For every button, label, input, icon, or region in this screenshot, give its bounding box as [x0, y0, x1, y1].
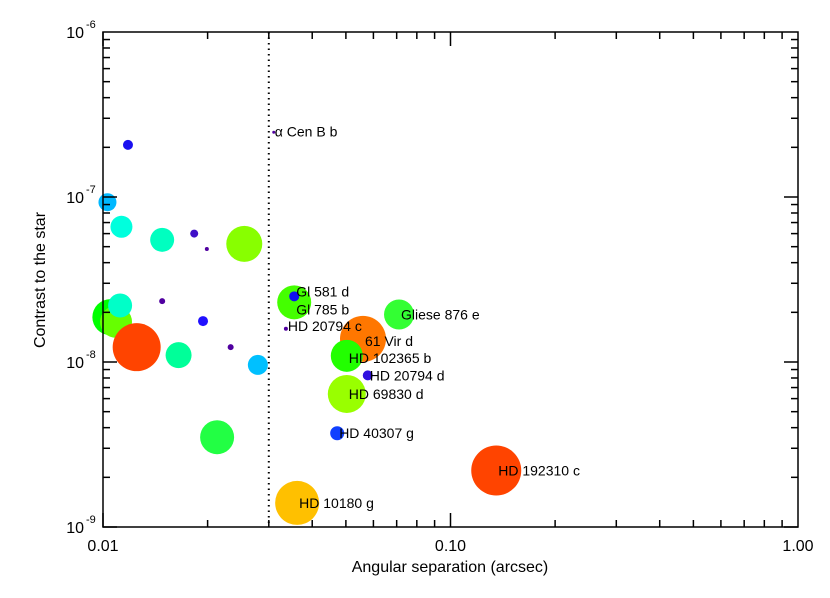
- data-points: [92, 130, 522, 525]
- axis-ticks: [102, 32, 798, 528]
- data-point: [471, 445, 522, 496]
- data-point: [275, 480, 320, 525]
- data-point: [204, 247, 209, 252]
- y-tick-label: 10: [66, 25, 84, 42]
- data-point: [283, 326, 288, 331]
- y-tick-label: 10: [66, 190, 84, 207]
- data-point: [159, 298, 166, 305]
- y-tick-base: 10: [66, 190, 84, 207]
- x-tick-label: 0.01: [87, 538, 118, 555]
- data-point: [330, 426, 345, 441]
- y-tick-exponent: -8: [86, 349, 96, 361]
- data-point: [190, 229, 199, 238]
- data-point: [277, 285, 312, 320]
- point-label: Gl 581 d: [296, 283, 349, 299]
- data-point: [289, 291, 300, 302]
- data-point: [330, 339, 363, 372]
- reference-line-label: α Cen B b: [275, 123, 338, 139]
- y-tick-base: 10: [66, 355, 84, 372]
- data-point: [198, 316, 209, 327]
- y-tick-labels: 10-910-810-710-6: [66, 19, 96, 537]
- point-label: 61 Vir d: [365, 333, 413, 349]
- data-point: [384, 299, 415, 330]
- y-tick-base: 10: [66, 25, 84, 42]
- data-point: [227, 344, 234, 351]
- point-label: Gliese 876 e: [401, 307, 480, 323]
- data-point: [200, 420, 235, 455]
- data-point: [226, 225, 263, 262]
- y-tick-exponent: -7: [86, 184, 96, 196]
- point-label: HD 102365 b: [349, 350, 432, 366]
- data-point: [110, 215, 133, 238]
- point-label: HD 192310 c: [498, 463, 580, 479]
- data-point: [272, 130, 276, 134]
- y-tick-label: 10: [66, 355, 84, 372]
- x-axis-label: Angular separation (arcsec): [352, 559, 549, 576]
- x-tick-label: 1.00: [782, 538, 813, 555]
- data-point: [122, 139, 133, 150]
- data-point: [150, 227, 175, 252]
- data-point: [247, 354, 268, 375]
- data-point: [112, 323, 161, 372]
- data-point: [327, 374, 366, 413]
- plot-frame: [102, 31, 799, 528]
- y-tick-exponent: -6: [86, 19, 96, 31]
- data-point: [362, 370, 373, 381]
- point-label: HD 20794 c: [288, 318, 362, 334]
- point-label: HD 40307 g: [339, 425, 414, 441]
- x-tick-label: 0.10: [435, 538, 466, 555]
- x-tick-labels: 0.01 0.10 1.00: [87, 538, 813, 555]
- y-tick-label: 10: [66, 520, 84, 537]
- data-point: [108, 293, 133, 318]
- y-axis-label: Contrast to the star: [32, 211, 49, 348]
- point-label: Gl 785 b: [296, 301, 349, 317]
- data-point: [165, 342, 192, 369]
- y-tick-base: 10: [66, 520, 84, 537]
- point-label: HD 69830 d: [349, 386, 424, 402]
- y-tick-exponent: -9: [86, 514, 96, 526]
- point-label: HD 20794 d: [370, 367, 445, 383]
- data-point: [98, 193, 117, 212]
- point-labels: Gl 785 b Gl 581 d HD 20794 c Gliese 876 e 61…: [288, 283, 580, 511]
- point-label: HD 10180 g: [299, 495, 374, 511]
